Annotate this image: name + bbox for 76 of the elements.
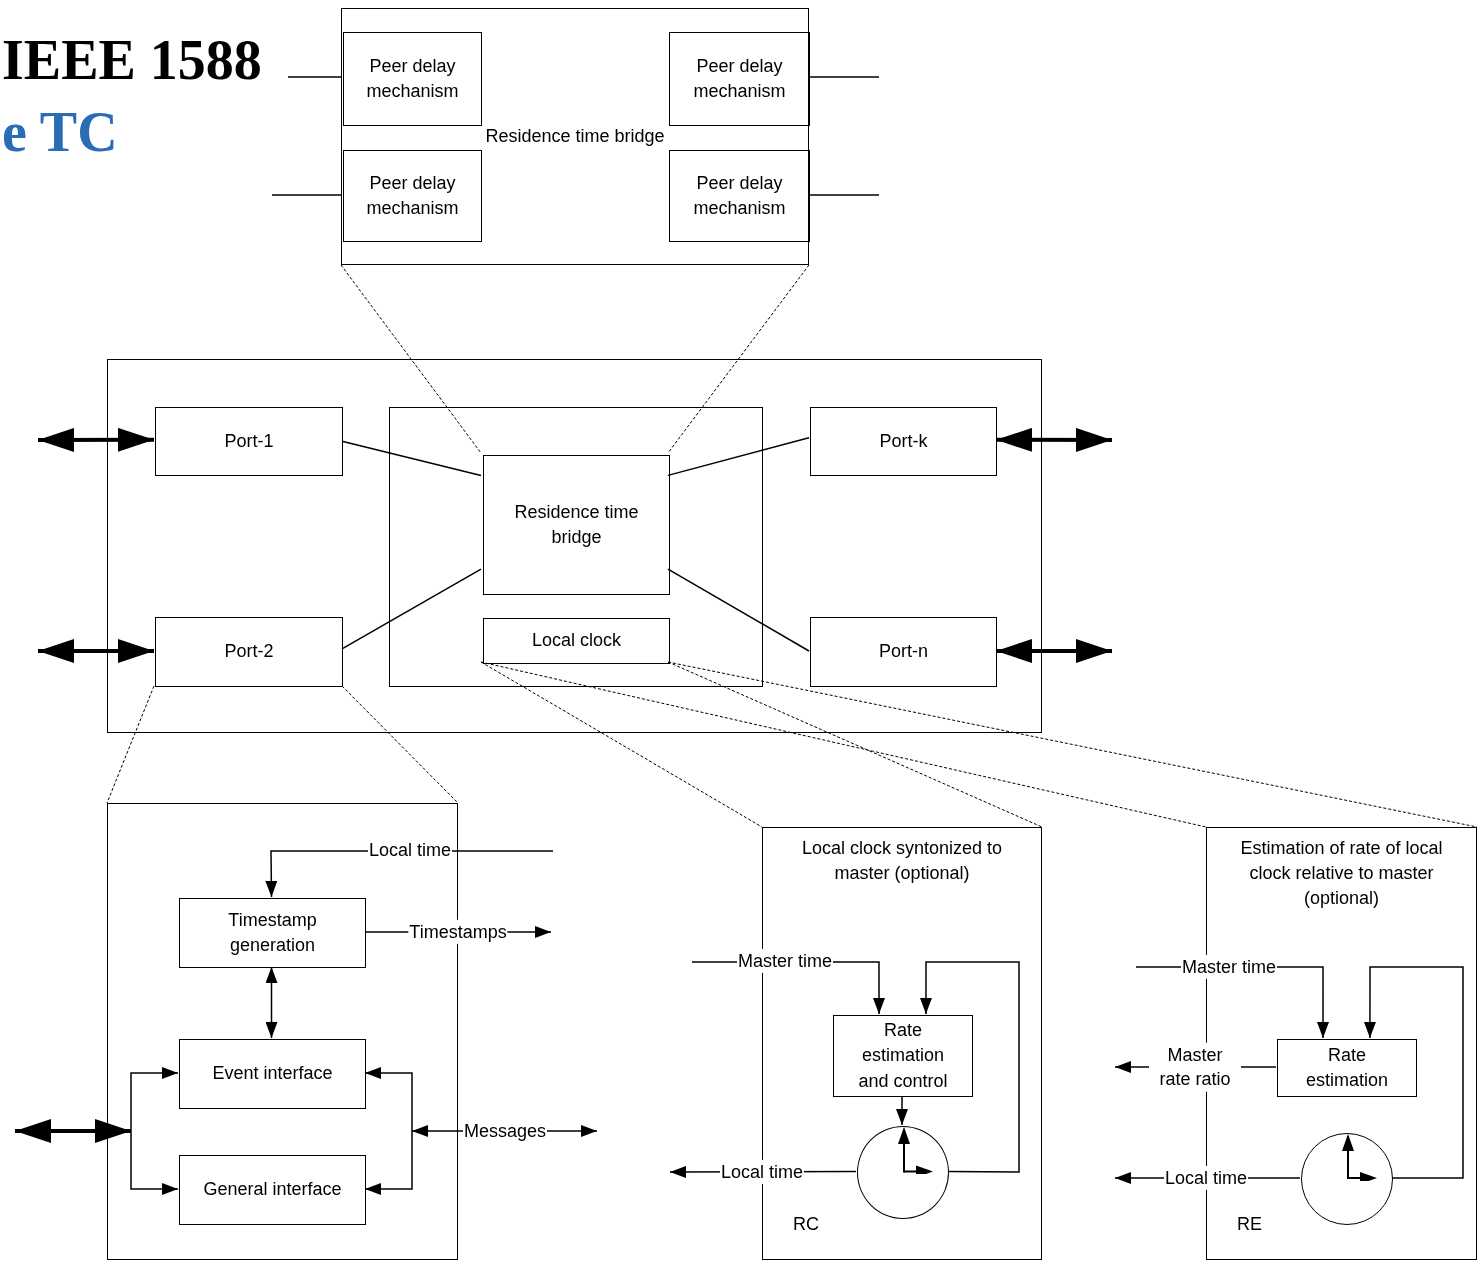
panel-tag: RC <box>793 1211 819 1237</box>
clock-circle <box>857 1126 949 1219</box>
node-label: Rate estimation <box>1304 1043 1389 1092</box>
edge-label: Local time <box>720 1159 804 1185</box>
panel-heading: Residence time bridge <box>484 125 666 148</box>
node-label: Peer delay mechanism <box>692 171 787 220</box>
node-label: Peer delay mechanism <box>365 171 460 220</box>
port-box <box>155 617 343 687</box>
connector-line <box>808 76 880 78</box>
heading-text: e TC <box>2 104 118 160</box>
panel-heading: Estimation of rate of local clock relative to master (optional) <box>1239 837 1444 911</box>
double-arrow <box>996 427 1112 452</box>
port-box <box>810 407 997 476</box>
node-label: Port-k <box>879 429 928 453</box>
node-label: Port-n <box>879 640 928 664</box>
process-box <box>1277 1039 1417 1097</box>
arrow <box>919 961 1020 1173</box>
node-label: Timestamp generation <box>227 908 318 957</box>
double-arrow <box>15 1119 131 1143</box>
arrow <box>130 1130 179 1195</box>
process-box <box>343 150 482 242</box>
node-label: Port-1 <box>224 429 274 453</box>
node-label: Local clock <box>531 629 621 653</box>
connector-line <box>667 437 810 477</box>
projection-line <box>667 661 1478 828</box>
double-arrow <box>38 639 154 663</box>
connector-line <box>808 194 880 196</box>
projection-line <box>340 264 482 454</box>
arrow <box>130 1067 179 1132</box>
double-arrow <box>996 639 1112 663</box>
projection-line <box>667 264 810 454</box>
edge-label: Timestamps <box>408 919 508 945</box>
arrow <box>265 966 278 1039</box>
process-box <box>669 32 810 126</box>
arrow <box>364 1067 413 1132</box>
node-label: Peer delay mechanism <box>692 54 787 103</box>
core-box <box>389 407 763 687</box>
connector-line <box>341 568 482 650</box>
process-box <box>833 1015 973 1097</box>
node-label: Event interface <box>212 1062 333 1086</box>
edge-label: Master time <box>737 948 833 974</box>
process-box <box>483 455 670 595</box>
double-arrow <box>38 427 154 452</box>
node-label: Port-2 <box>224 640 274 664</box>
process-box <box>343 32 482 126</box>
edge-label: Master rate ratio <box>1149 1042 1241 1092</box>
panel-heading: Local clock syntonized to master (optional) <box>800 837 1004 886</box>
connector-line <box>271 194 343 196</box>
process-box <box>669 150 810 242</box>
arrow <box>896 1095 908 1126</box>
projection-line <box>480 661 763 828</box>
edge-label: Master time <box>1181 954 1277 980</box>
port-box <box>155 407 343 476</box>
projection-line <box>106 685 155 804</box>
connector-line <box>667 568 810 652</box>
process-box <box>179 1155 366 1225</box>
process-box <box>483 618 670 664</box>
panel-tag: RE <box>1237 1211 1262 1237</box>
transparent-clock-box <box>107 359 1042 733</box>
port-box <box>810 617 997 687</box>
heading-text: IEEE 1588 <box>2 32 262 88</box>
bridge-panel <box>341 8 809 265</box>
arrow <box>364 1130 413 1195</box>
projection-line <box>341 685 459 804</box>
connector-line <box>287 76 343 78</box>
node-label: Rate estimation and control <box>857 1019 949 1093</box>
arrow <box>1363 966 1464 1179</box>
connector-line <box>341 440 482 477</box>
process-box <box>179 1039 366 1109</box>
edge-label: Local time <box>1164 1165 1248 1191</box>
node-label: Residence time bridge <box>513 500 640 549</box>
projection-line <box>667 661 1043 828</box>
projection-line <box>480 661 1207 828</box>
node-label: General interface <box>203 1178 342 1202</box>
node-label: Peer delay mechanism <box>365 54 460 103</box>
process-box <box>179 898 366 968</box>
